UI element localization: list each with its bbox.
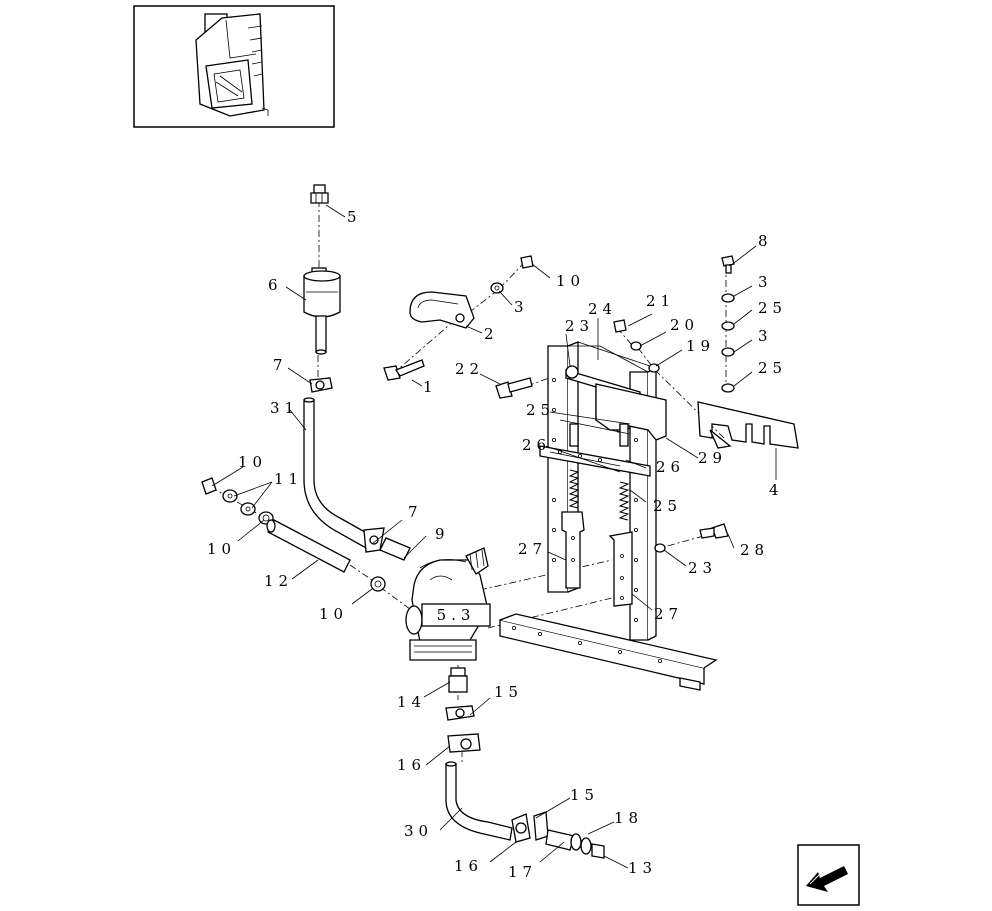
callout-9: 9 <box>435 525 450 543</box>
callout-8: 8 <box>758 232 773 250</box>
leader-lines <box>211 204 777 869</box>
part-10-nut-top <box>520 255 534 269</box>
callout-17: 17 <box>508 863 537 881</box>
callout-13: 13 <box>628 859 657 877</box>
bracket-plate <box>595 383 667 441</box>
callout-27-left: 27 <box>518 540 547 558</box>
part-15-clamp-upper <box>445 705 475 721</box>
callout-26-left: 26 <box>522 436 551 454</box>
callout-30: 30 <box>404 822 433 840</box>
part-5-fitting <box>310 184 329 204</box>
part-12-rod <box>266 519 351 573</box>
callout-7-upper: 7 <box>273 356 288 374</box>
part-18-washer <box>580 837 592 855</box>
callout-10-mid: 10 <box>207 540 236 558</box>
callout-15-upper: 15 <box>494 683 523 701</box>
part-10-nut-left <box>201 477 217 495</box>
callout-12: 12 <box>264 572 293 590</box>
part-16-clamp-lower <box>511 813 531 843</box>
part-10-nut-lower <box>370 576 386 592</box>
part-2-bracket <box>409 291 475 329</box>
part-7-clamp-lower <box>363 527 385 553</box>
part-21-bolt <box>613 319 627 333</box>
callout-20: 20 <box>670 316 699 334</box>
callout-23-top: 23 <box>565 317 594 335</box>
part-30-hose <box>445 761 513 841</box>
part-23-washer <box>654 543 666 553</box>
part-28-bolt <box>699 523 729 539</box>
callout-19: 19 <box>686 337 715 355</box>
callout-5: 5 <box>347 208 362 226</box>
part-8-bolt <box>721 255 735 274</box>
part-3-25-washers-right <box>721 293 735 393</box>
callout-11: 11 <box>274 470 303 488</box>
callout-25-left: 25 <box>526 401 555 419</box>
callout-24: 24 <box>588 300 617 318</box>
callout-31: 31 <box>270 399 299 417</box>
callout-2: 2 <box>484 325 499 343</box>
part-9-hose-stub <box>379 537 411 561</box>
part-11-washers <box>222 489 256 516</box>
callout-29: 29 <box>698 449 727 467</box>
callout-27-right: 27 <box>654 605 683 623</box>
part-3-washer-top <box>490 282 504 294</box>
part-4-comb-bracket <box>697 401 799 449</box>
callout-10-left: 10 <box>238 453 267 471</box>
part-20-washer <box>630 341 642 351</box>
callout-1: 1 <box>423 378 438 396</box>
callout-18: 18 <box>614 809 643 827</box>
ref-box-5-3[interactable]: 5.3 <box>421 603 491 627</box>
callout-16-upper: 16 <box>397 756 426 774</box>
callout-28: 28 <box>740 541 769 559</box>
callout-7-lower: 7 <box>408 503 423 521</box>
part-7-clamp-upper <box>309 377 333 393</box>
callout-4: 4 <box>769 481 784 499</box>
callout-10-low: 10 <box>319 605 348 623</box>
callout-23-right: 23 <box>688 559 717 577</box>
callout-15-lower: 15 <box>570 786 599 804</box>
part-16-clamp-upper <box>447 733 481 753</box>
ref-53-label: 5.3 <box>437 606 476 624</box>
callout-3-right-b: 3 <box>758 327 773 345</box>
part-22-bolt <box>495 377 533 399</box>
spring-assembly-left <box>561 423 585 589</box>
part-14-fitting <box>448 667 468 693</box>
spring-assembly-right <box>608 423 633 607</box>
callout-14: 14 <box>397 693 426 711</box>
callout-25-right-b: 25 <box>758 359 787 377</box>
callout-26-right: 26 <box>656 458 685 476</box>
callout-25-mid: 25 <box>653 497 682 515</box>
callout-16-lower: 16 <box>454 857 483 875</box>
callout-labels: 5 6 7 31 1 2 3 10 10 11 10 12 10 7 9 14 … <box>207 208 787 881</box>
part-17-connector <box>545 829 582 851</box>
callout-6: 6 <box>268 276 283 294</box>
callout-10-top: 10 <box>556 272 585 290</box>
part-13-plug <box>591 843 605 859</box>
callout-21: 21 <box>646 292 675 310</box>
callout-3-top: 3 <box>514 298 529 316</box>
callout-3-right-a: 3 <box>758 273 773 291</box>
next-page-arrow-icon[interactable] <box>797 844 860 906</box>
part-15-clamp-lower <box>533 811 549 841</box>
machine-overview-thumbnail <box>133 5 335 128</box>
callout-22: 22 <box>455 360 484 378</box>
part-31-hose <box>303 397 373 549</box>
callout-25-right-a: 25 <box>758 299 787 317</box>
part-6-filter <box>303 267 341 355</box>
part-1-bolt <box>383 359 425 381</box>
